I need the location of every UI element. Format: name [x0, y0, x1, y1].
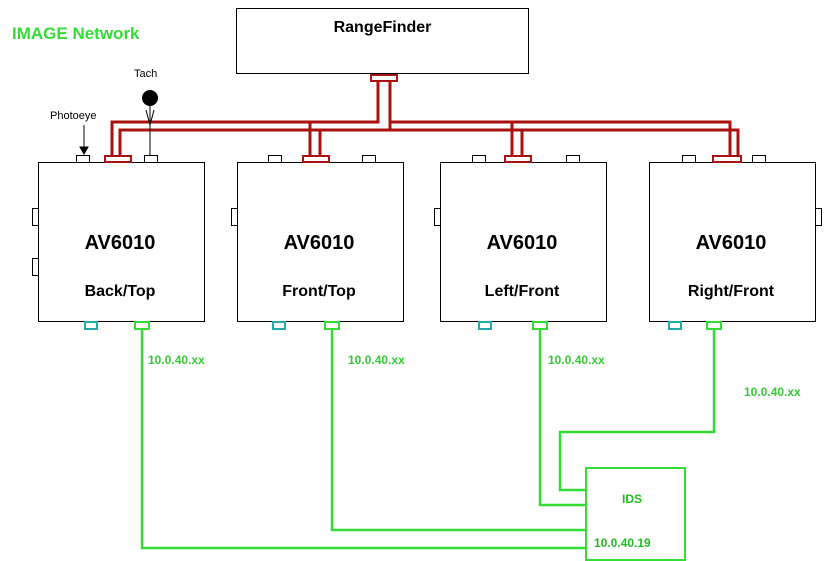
top-port — [76, 155, 90, 163]
top-port — [682, 155, 696, 163]
device-model: AV6010 — [486, 232, 558, 254]
photoeye-arrow — [79, 125, 89, 156]
serial-port — [302, 155, 330, 163]
diagram-title: IMAGE Network — [12, 24, 140, 43]
side-port — [434, 208, 441, 226]
device-model: AV6010 — [695, 232, 767, 254]
device-ip: 10.0.40.xx — [148, 353, 205, 367]
side-port — [32, 258, 39, 276]
device-name: Left/Front — [484, 283, 560, 300]
serial-port — [504, 155, 532, 163]
device-ip: 10.0.40.xx — [744, 385, 801, 399]
ethernet-port-alt — [272, 321, 286, 330]
ids-ip: 10.0.40.19 — [594, 536, 651, 550]
serial-port — [712, 155, 742, 163]
device-name: Back/Top — [84, 283, 156, 300]
side-port — [815, 208, 822, 226]
ethernet-port — [134, 321, 150, 330]
top-port — [472, 155, 486, 163]
device-right-front — [649, 162, 816, 322]
top-port — [566, 155, 580, 163]
top-port — [752, 155, 766, 163]
device-left-front — [440, 162, 607, 322]
device-ip: 10.0.40.xx — [348, 353, 405, 367]
tach-sensor — [142, 90, 158, 155]
ids-box — [585, 467, 686, 561]
ethernet-port — [706, 321, 722, 330]
device-ip: 10.0.40.xx — [548, 353, 605, 367]
rangefinder-box — [236, 8, 529, 74]
ethernet-port-alt — [478, 321, 492, 330]
device-name: Right/Front — [687, 283, 775, 300]
network-lines — [140, 330, 716, 550]
ethernet-port — [324, 321, 340, 330]
device-name: Front/Top — [282, 283, 356, 300]
ethernet-port-alt — [668, 321, 682, 330]
ids-label: IDS — [622, 492, 643, 506]
photoeye-label: Photoeye — [50, 110, 97, 122]
serial-port — [104, 155, 132, 163]
rangefinder-port — [370, 74, 398, 82]
tach-label: Tach — [134, 68, 158, 80]
device-front-top — [237, 162, 404, 322]
top-port — [362, 155, 376, 163]
ethernet-port — [532, 321, 548, 330]
ethernet-port-alt — [84, 321, 98, 330]
top-port — [268, 155, 282, 163]
top-port — [144, 155, 158, 163]
device-model: AV6010 — [84, 232, 156, 254]
side-port — [231, 208, 238, 226]
device-model: AV6010 — [283, 232, 355, 254]
side-port — [32, 208, 39, 226]
serial-bus — [110, 80, 740, 155]
rangefinder-label: RangeFinder — [333, 19, 432, 36]
